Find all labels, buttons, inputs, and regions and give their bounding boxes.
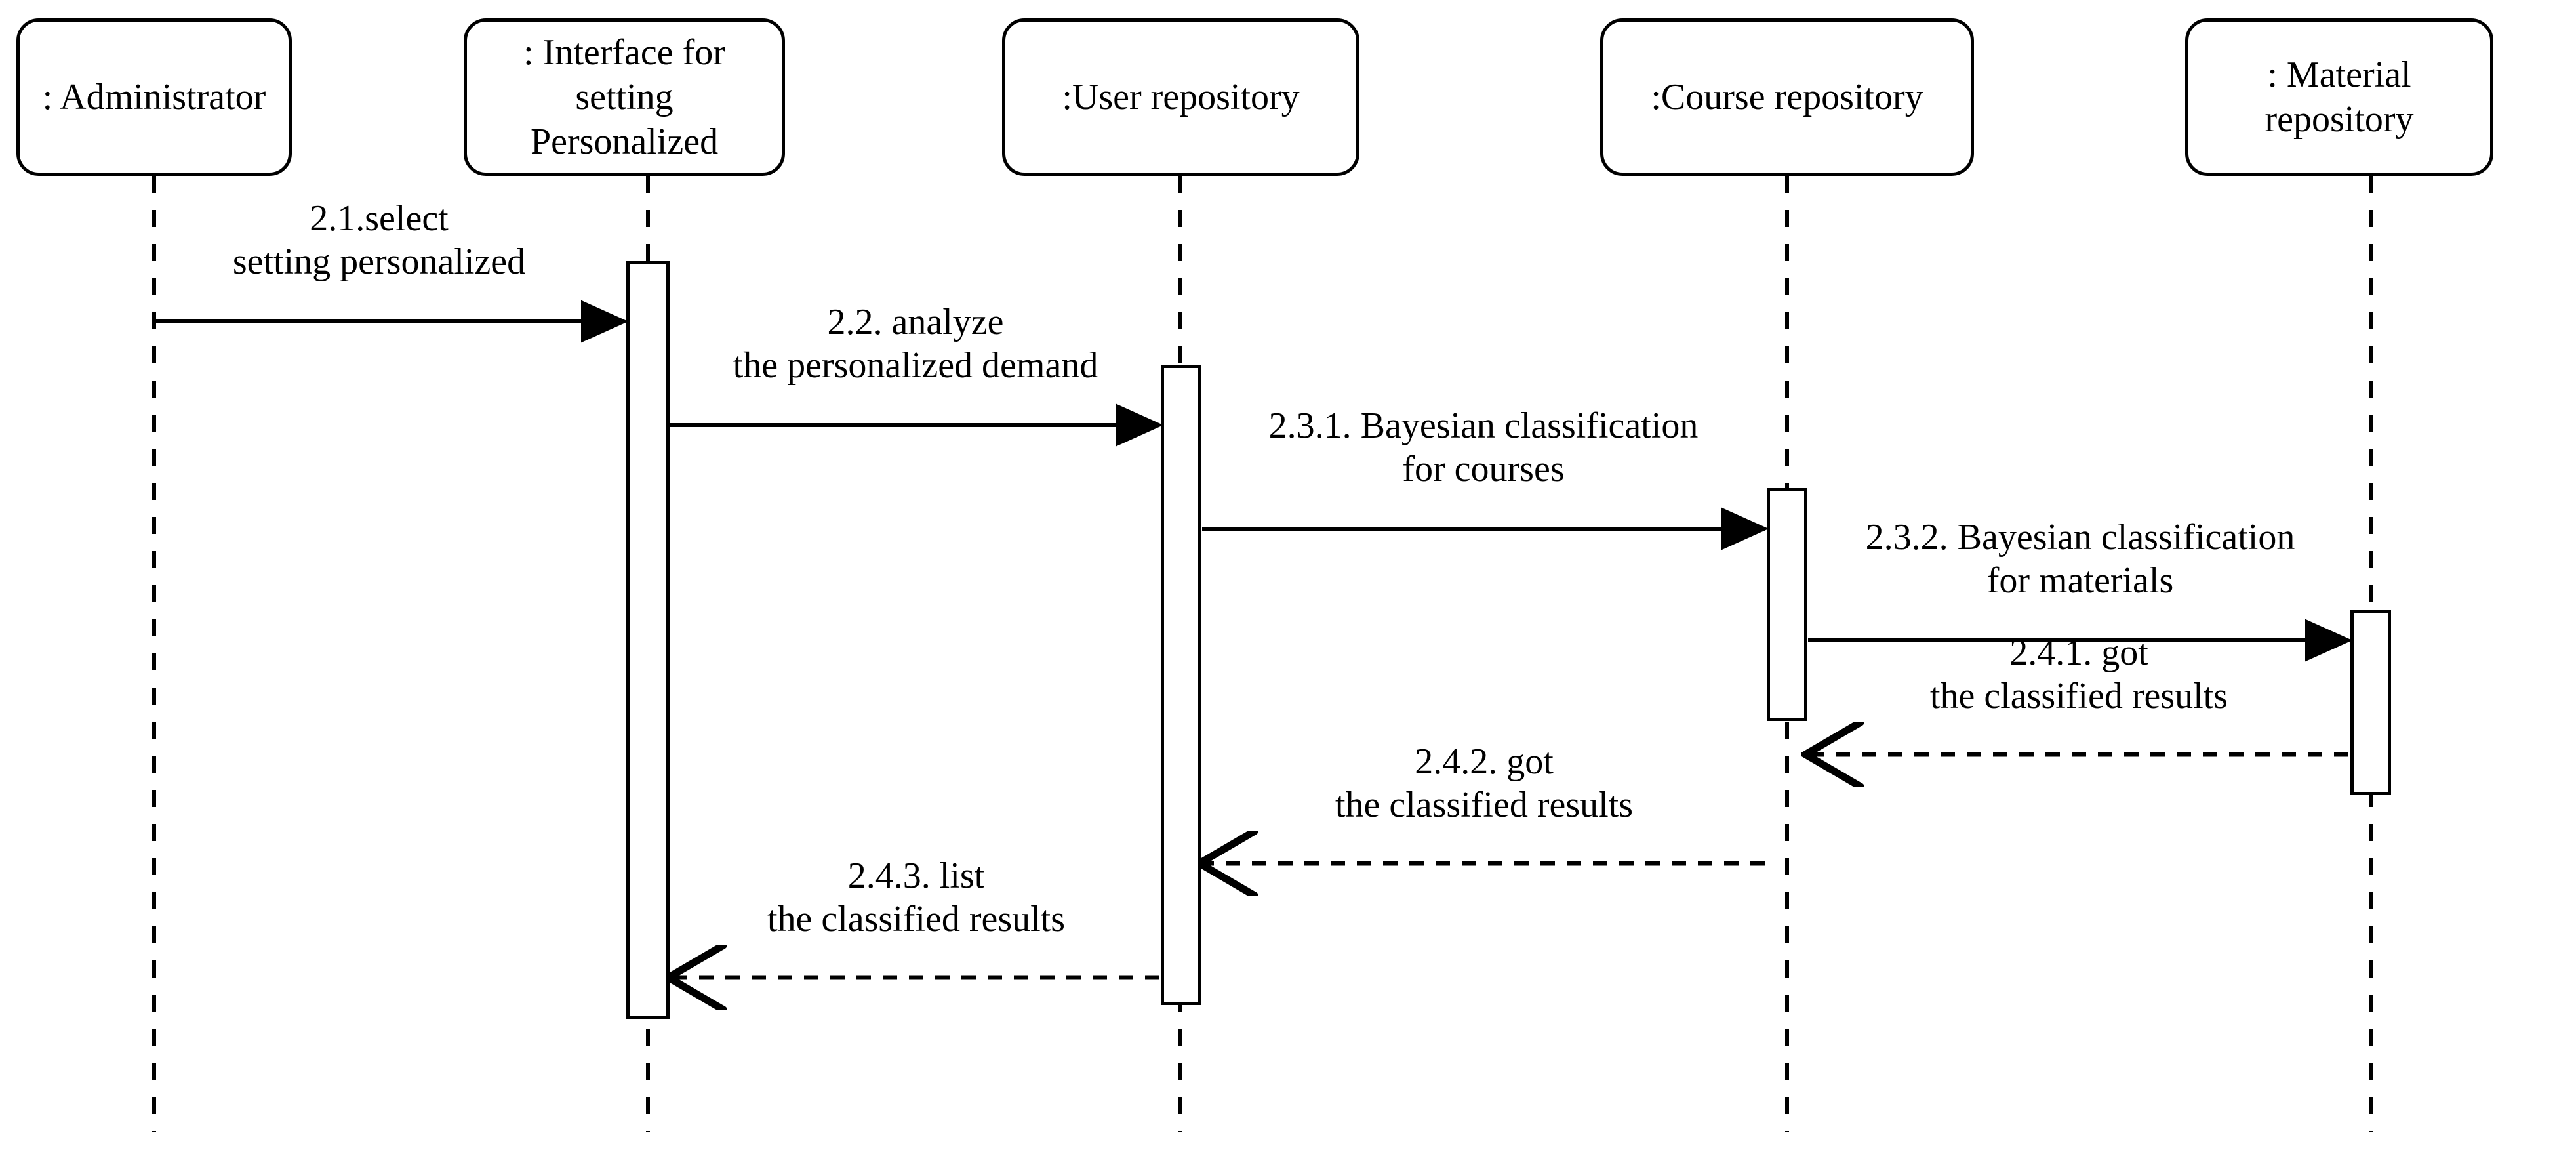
- lifeline-head-administrator: : Administrator: [16, 18, 292, 176]
- lifeline-head-interface: : Interface for setting Personalized: [464, 18, 785, 176]
- message-label-m-2-3-2: 2.3.2. Bayesian classification for mater…: [1865, 517, 2295, 602]
- user-repository-activation: [1161, 365, 1201, 1005]
- material-repository-activation: [2350, 610, 2391, 795]
- lifeline-head-course-repository: :Course repository: [1600, 18, 1974, 176]
- message-label-m-2-3-1: 2.3.1. Bayesian classification for cours…: [1268, 405, 1699, 490]
- interface-activation: [626, 261, 670, 1019]
- message-label-m-2-2: 2.2. analyze the personalized demand: [733, 302, 1098, 386]
- message-label-m-2-4-1: 2.4.1. got the classified results: [1929, 632, 2228, 717]
- lifeline-head-material-repository: : Material repository: [2185, 18, 2493, 176]
- lifeline-head-user-repository: :User repository: [1002, 18, 1359, 176]
- message-label-m-2-1: 2.1.select setting personalized: [232, 198, 526, 283]
- message-label-m-2-4-3: 2.4.3. list the classified results: [767, 855, 1066, 940]
- message-arrow-group: [154, 300, 2352, 978]
- course-repository-activation: [1767, 488, 1807, 721]
- message-label-m-2-4-2: 2.4.2. got the classified results: [1335, 741, 1634, 826]
